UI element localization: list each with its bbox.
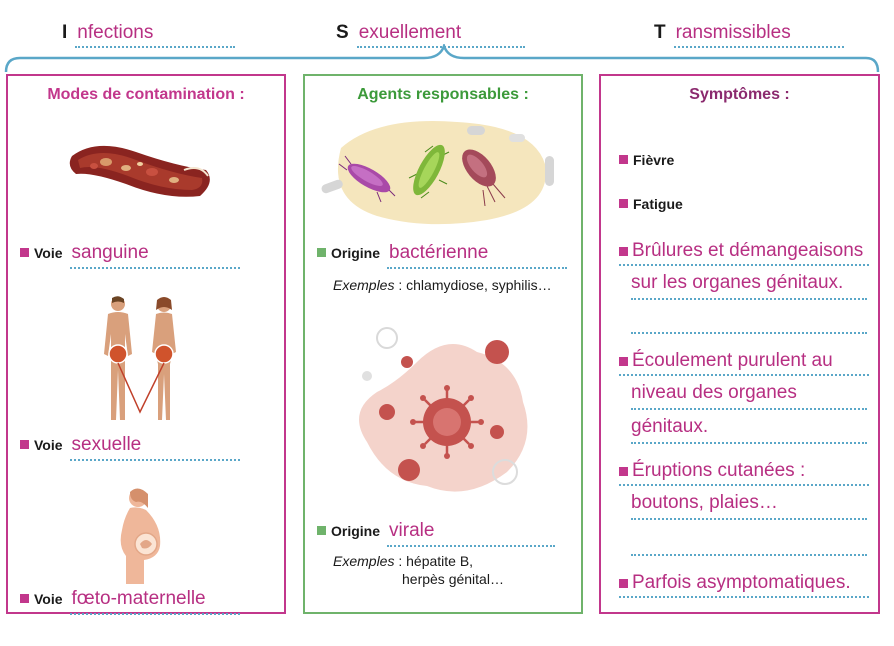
header-initial: S	[336, 22, 349, 43]
symptoms-title: Symptômes :	[689, 86, 790, 103]
header-answer: ransmissibles	[673, 22, 844, 48]
answer-viral: virale	[387, 520, 556, 547]
symptom-line: sur les organes génitaux.	[631, 272, 867, 300]
symptom-line: Éruptions cutanées :	[619, 458, 869, 486]
symptom-text: Fièvre	[633, 152, 675, 168]
symptom-answer: Parfois asymptomatiques.	[632, 572, 851, 593]
symptom-line: Écoulement purulent au	[619, 348, 869, 376]
bullet-square	[20, 594, 29, 603]
pregnant-woman-illustration	[120, 488, 161, 584]
symptom-line: boutons, plaies…	[631, 492, 867, 520]
bullet-square	[317, 526, 326, 535]
agents-panel: Agents responsables : Origine bactérienn…	[303, 74, 583, 614]
header-answer: exuellement	[356, 22, 525, 48]
viral-examples: Exemples : hépatite B, herpès génital…	[333, 552, 504, 588]
examples-label: Exemples	[333, 553, 395, 569]
symptom-answer: Brûlures et démangeaisons	[632, 240, 864, 261]
answer-bacterial: bactérienne	[387, 242, 568, 269]
contamination-item-maternal: Voie fœto-maternelle	[20, 588, 240, 615]
bullet-label: Origine	[331, 523, 381, 539]
examples-label: Exemples	[333, 277, 395, 293]
answer-maternal: fœto-maternelle	[69, 588, 240, 615]
bullet-label: Origine	[331, 245, 381, 261]
header-initial: T	[654, 22, 666, 43]
bacteria-illustration	[321, 121, 554, 225]
examples-text: : chlamydiose, syphilis…	[394, 277, 552, 293]
contamination-panel: Modes de contamination : Voie sanguine	[6, 74, 286, 615]
answer-sexual: sexuelle	[69, 434, 240, 461]
curly-brace	[4, 44, 880, 73]
bullet-label: Voie	[34, 245, 63, 261]
bullet-square	[619, 198, 628, 208]
symptom-line: Parfois asymptomatiques.	[619, 570, 869, 598]
bullet-square	[619, 466, 628, 476]
bacterial-examples: Exemples : chlamydiose, syphilis…	[333, 276, 552, 294]
bullet-square	[317, 248, 326, 257]
symptom-line: génitaux.	[631, 416, 867, 444]
examples-line1: : hépatite B,	[394, 553, 474, 569]
agents-item-viral: Origine virale	[317, 520, 556, 547]
header-answer: nfections	[75, 22, 236, 48]
symptom-line: Brûlures et démangeaisons	[619, 238, 869, 266]
bullet-label: Voie	[34, 437, 63, 453]
contamination-item-sexual: Voie sexuelle	[20, 434, 240, 461]
bullet-square	[619, 154, 628, 164]
bullet-square	[619, 356, 628, 366]
bullet-square	[20, 248, 29, 257]
bullet-square	[619, 246, 628, 256]
answer-blood: sanguine	[69, 242, 240, 269]
symptom-line	[631, 528, 867, 556]
examples-line2: herpès génital…	[402, 571, 504, 587]
symptom-fatigue: Fatigue	[619, 196, 683, 212]
human-bodies-illustration	[104, 296, 176, 420]
contamination-item-blood: Voie sanguine	[20, 242, 240, 269]
header-initial: I	[62, 22, 68, 43]
virus-illustration	[359, 327, 528, 492]
symptom-fever: Fièvre	[619, 152, 674, 168]
contamination-title: Modes de contamination :	[47, 86, 245, 103]
symptoms-panel: Symptômes : Fièvre Fatigue Brûlures et d…	[599, 74, 880, 614]
symptom-line	[631, 306, 867, 334]
symptom-answer: Écoulement purulent au	[632, 350, 833, 371]
agents-item-bacterial: Origine bactérienne	[317, 242, 568, 269]
bullet-square	[619, 578, 628, 588]
symptom-text: Fatigue	[633, 196, 683, 212]
blood-vessel-illustration	[69, 145, 210, 197]
agents-title: Agents responsables :	[357, 86, 529, 103]
bullet-square	[20, 440, 29, 449]
symptom-line: niveau des organes	[631, 382, 867, 410]
symptom-answer: Éruptions cutanées :	[632, 460, 806, 481]
bullet-label: Voie	[34, 591, 63, 607]
